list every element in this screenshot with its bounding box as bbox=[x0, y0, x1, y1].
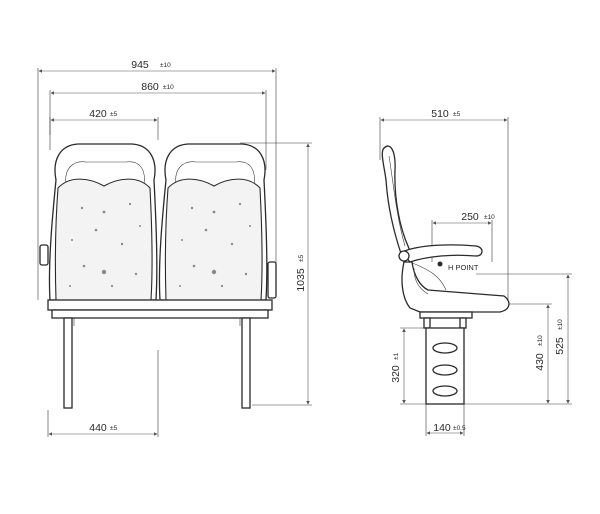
seat-mount-block-2 bbox=[459, 317, 467, 329]
h-point-label: H POINT bbox=[448, 263, 479, 272]
overall-width-value: 945 bbox=[131, 59, 149, 71]
seat-mount-block bbox=[423, 317, 431, 329]
pedestal-height-value: 320 bbox=[390, 365, 402, 383]
seat-height-value: 430 bbox=[534, 353, 546, 371]
side-armrest bbox=[400, 244, 483, 263]
depth-value: 510 bbox=[431, 108, 449, 120]
height-value: 1035 bbox=[295, 268, 307, 292]
armrest-height-tol: ±10 bbox=[557, 319, 564, 330]
fabric-pattern bbox=[69, 202, 251, 288]
pedestal-width-tol: ±0.5 bbox=[453, 425, 466, 432]
right-grab-handle bbox=[267, 261, 277, 299]
left-seat-cushion bbox=[54, 178, 153, 301]
depth-tol: ±5 bbox=[453, 111, 461, 118]
leg-span-value: 440 bbox=[89, 422, 107, 434]
seat-base-bracket bbox=[51, 309, 269, 319]
left-grab-handle bbox=[39, 244, 49, 266]
right-seat-cushion bbox=[164, 178, 263, 301]
overall-width-tol: ±10 bbox=[160, 62, 171, 69]
pedestal-hole-1 bbox=[432, 342, 458, 354]
side-backrest bbox=[381, 145, 413, 264]
h-point-marker bbox=[437, 261, 443, 267]
leg-span-tol: ±5 bbox=[110, 425, 118, 432]
seat-mount-plate bbox=[419, 311, 473, 319]
seat-width-tol: ±5 bbox=[110, 111, 118, 118]
armrest-offset-tol: ±10 bbox=[484, 214, 495, 221]
seat-width-value: 420 bbox=[89, 108, 107, 120]
side-seat-cushion bbox=[401, 261, 510, 313]
pedestal-hole-3 bbox=[432, 385, 458, 397]
right-leg bbox=[241, 317, 251, 409]
left-leg bbox=[63, 317, 73, 409]
pedestal-width-value: 140 bbox=[433, 422, 451, 434]
front-view: 945 ±10 860 ±10 420 ±5 440 ±5 1035 ±5 bbox=[37, 59, 312, 437]
side-view: H POINT 510 ±5 250 ±10 320 ±1 430 ±10 52… bbox=[379, 108, 572, 436]
seat-base-rail bbox=[47, 299, 273, 311]
inner-width-tol: ±10 bbox=[163, 84, 174, 91]
seat-height-tol: ±10 bbox=[537, 335, 544, 346]
inner-width-value: 860 bbox=[141, 81, 159, 93]
height-tol: ±5 bbox=[298, 254, 305, 262]
pedestal-height-tol: ±1 bbox=[393, 352, 400, 360]
armrest-offset-value: 250 bbox=[461, 211, 479, 223]
pedestal-hole-2 bbox=[432, 364, 458, 376]
armrest-height-value: 525 bbox=[554, 337, 566, 355]
armrest-pivot bbox=[398, 250, 410, 262]
